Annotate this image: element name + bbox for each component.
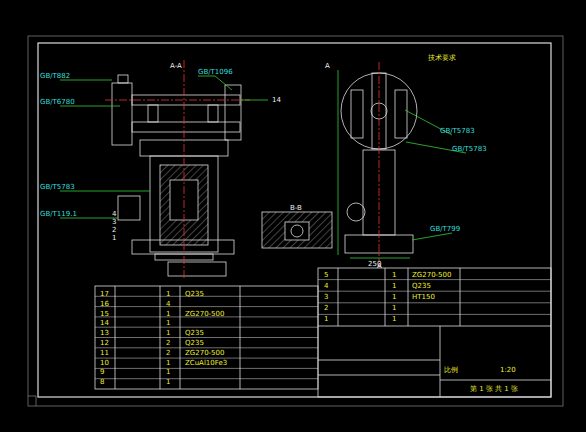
drawing-label: 250: [368, 260, 381, 268]
drawing-label: 1: [392, 293, 396, 301]
drawing-label: GB/T119.1: [40, 210, 77, 218]
drawing-label: 1: [166, 378, 170, 386]
drawing-label: 8: [100, 378, 104, 386]
drawing-label: 1: [166, 310, 170, 318]
drawing-label: 1: [166, 319, 170, 327]
drawing-label: GB/T799: [430, 225, 460, 233]
drawing-label: Q235: [185, 329, 204, 337]
drawing-label: 3: [112, 218, 116, 226]
drawing-label: 1: [392, 271, 396, 279]
drawing-label: 17: [100, 290, 109, 298]
drawing-label: HT150: [412, 293, 435, 301]
drawing-label: ZG270-500: [185, 349, 224, 357]
drawing-label: 2: [112, 226, 116, 234]
drawing-label: 4: [166, 300, 170, 308]
drawing-label: 3: [324, 293, 328, 301]
drawing-label: 2: [166, 349, 170, 357]
drawing-label: 10: [100, 359, 109, 367]
drawing-label: GB/T6780: [40, 98, 75, 106]
drawing-label: 2: [166, 339, 170, 347]
drawing-label: Q235: [185, 290, 204, 298]
drawing-label: 9: [100, 368, 104, 376]
drawing-label: 12: [100, 339, 109, 347]
drawing-label: 第 1 张 共 1 张: [470, 385, 518, 393]
drawing-label: 1: [112, 234, 116, 242]
drawing-label: 1: [324, 315, 328, 323]
drawing-label: 14: [272, 96, 281, 104]
drawing-label: 2: [324, 304, 328, 312]
drawing-label: A-A: [170, 62, 182, 70]
drawing-label: GB/T882: [40, 72, 70, 80]
drawing-label: 1: [166, 290, 170, 298]
drawing-label: 15: [100, 310, 109, 318]
drawing-label: GB/T5783: [440, 127, 475, 135]
drawing-label: ZCuAl10Fe3: [185, 359, 227, 367]
drawing-label: Q235: [185, 339, 204, 347]
drawing-label: GB/T1096: [198, 68, 233, 76]
drawing-label: ZG270-500: [412, 271, 451, 279]
drawing-label: 1: [166, 359, 170, 367]
drawing-label: 1: [166, 329, 170, 337]
drawing-label: 5: [324, 271, 328, 279]
drawing-label: 技术要求: [428, 54, 456, 62]
drawing-label: 1: [392, 304, 396, 312]
drawing-label: 1: [166, 368, 170, 376]
drawing-label: 4: [324, 282, 328, 290]
drawing-label: 比例: [444, 366, 458, 374]
drawing-label: A: [325, 62, 330, 70]
drawing-label: Q235: [412, 282, 431, 290]
drawing-label: GB/T5783: [40, 183, 75, 191]
drawing-label: 4: [112, 210, 116, 218]
drawing-label: 11: [100, 349, 109, 357]
drawing-label: 1: [392, 315, 396, 323]
drawing-label: 13: [100, 329, 109, 337]
drawing-label: 14: [100, 319, 109, 327]
drawing-label: 16: [100, 300, 109, 308]
drawing-label: 1: [392, 282, 396, 290]
drawing-label: ZG270-500: [185, 310, 224, 318]
drawing-label: GB/T5783: [452, 145, 487, 153]
drawing-label: B-B: [290, 204, 302, 212]
drawing-label: 1:20: [500, 366, 516, 374]
